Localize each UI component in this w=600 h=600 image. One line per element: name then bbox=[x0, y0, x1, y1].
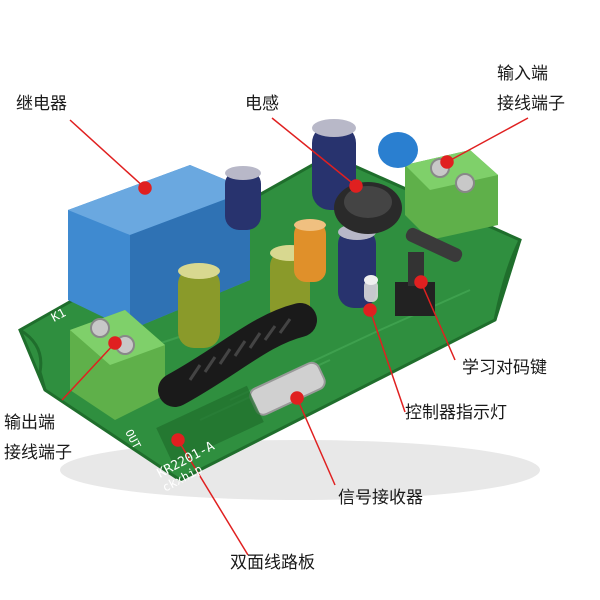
label-indicator-light: 控制器指示灯 bbox=[405, 403, 507, 423]
board-notch-right bbox=[493, 239, 522, 321]
label-output-terminal-line2: 接线端子 bbox=[4, 443, 72, 463]
indicator-led bbox=[364, 275, 378, 302]
label-relay: 继电器 bbox=[16, 94, 67, 114]
label-output-terminal-line1: 输出端 bbox=[4, 413, 55, 433]
capacitors bbox=[178, 119, 418, 348]
resistor bbox=[405, 227, 463, 263]
silkscreen-k1: K1 bbox=[49, 306, 68, 325]
antenna-coil bbox=[158, 303, 317, 407]
callout-lines bbox=[61, 117, 529, 556]
label-inductor: 电感 bbox=[245, 94, 279, 114]
inductor-component bbox=[334, 182, 402, 234]
label-pcb: 双面线路板 bbox=[230, 553, 315, 573]
label-signal-receiver: 信号接收器 bbox=[338, 488, 423, 508]
label-input-terminal-line2: 接线端子 bbox=[497, 94, 565, 114]
label-learn-button: 学习对码键 bbox=[462, 358, 547, 378]
board-notch-left bbox=[19, 328, 47, 391]
label-input-terminal-line1: 输入端 bbox=[497, 64, 548, 84]
input-terminal-block bbox=[405, 150, 498, 240]
